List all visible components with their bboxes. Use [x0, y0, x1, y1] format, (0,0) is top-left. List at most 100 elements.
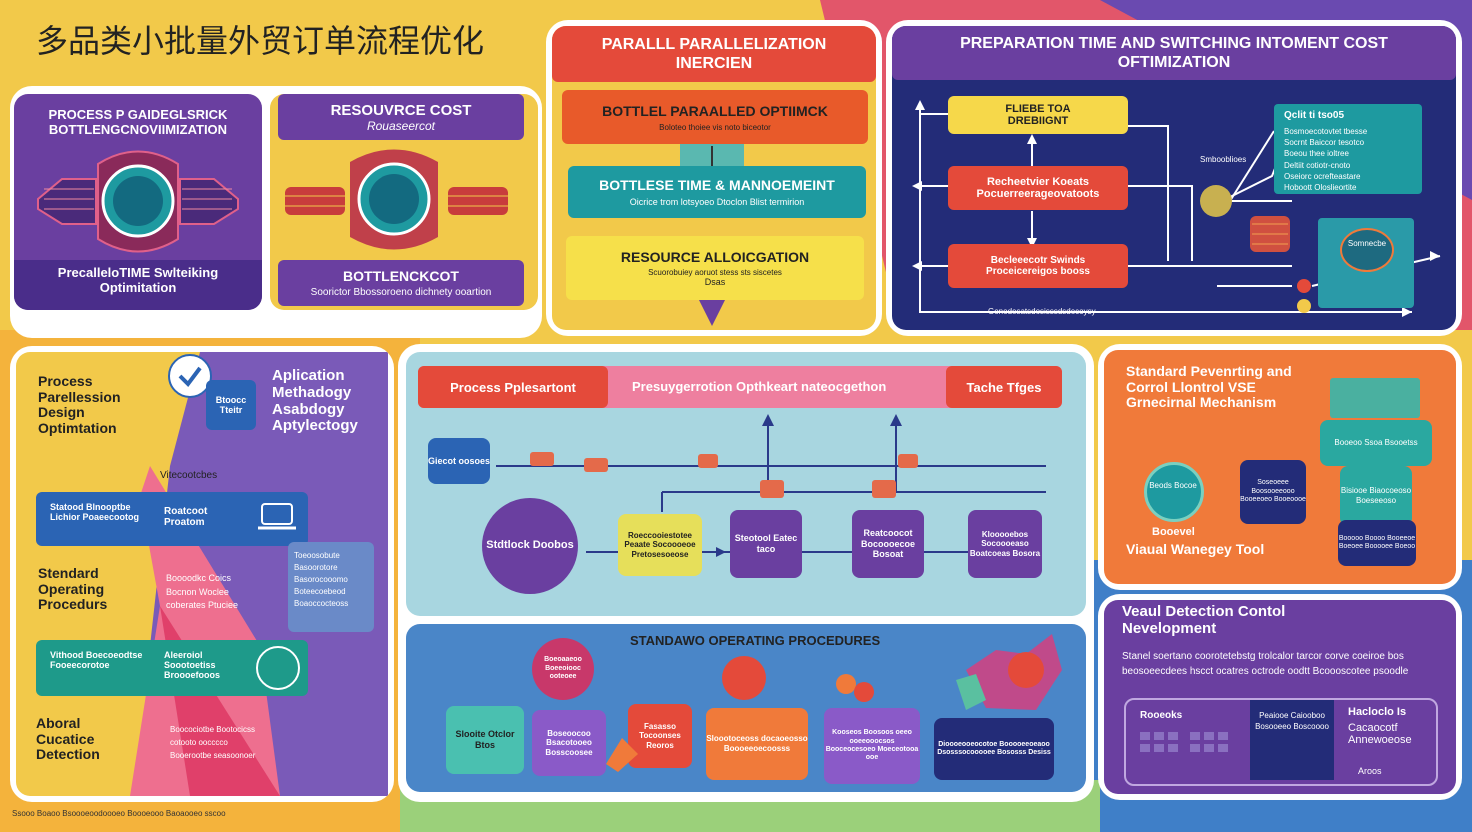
- left-side-box: Toeoosobute Basoorotore Basorocooomo Bot…: [288, 542, 374, 632]
- prep-footer: Gonodesatsdosisssdsdecoysy: [988, 307, 1096, 316]
- sop-card-3-text: Fasasso Tocoonses Reoros: [639, 721, 681, 750]
- right-bottom-col3-foot: Aroos: [1358, 766, 1382, 776]
- center-flow-area: Process Pplesartont Presuygerrotion Opth…: [406, 352, 1086, 616]
- prep-info-line: Bosmoecotovtet tbesse: [1284, 127, 1368, 136]
- right-top-title: Standard Pevenrting and Corrol Llontrol …: [1126, 363, 1292, 411]
- center-box-4: Klooooebos Socoooeaso Boatcoeas Bosora: [968, 510, 1042, 578]
- right-bottom-col1: Rooeoks: [1140, 710, 1183, 721]
- left-tag: Btoocc Tteitr: [206, 380, 256, 430]
- center-box-4-text: Klooooebos Socoooeaso Boatcoeas Bosora: [969, 529, 1041, 558]
- resource-allocation-title: RESOURCE ALLOICGATION: [620, 249, 810, 265]
- right-top-card-c-text: Bisiooe Biaocoeoso Boeseeoso: [1340, 486, 1412, 505]
- center-box-2-text: Steotool Eatec taco: [734, 533, 798, 554]
- bottleneck-optimization-card: PROCESS P GAIDEGLSRICK BOTTLENGCNOVIIMIZ…: [14, 94, 262, 310]
- parallel-optimization-banner: BOTTLEL PARAALLED OPTIIMCK Boloteo thoie…: [562, 90, 868, 144]
- resource-gear-illustration: [285, 149, 508, 250]
- left-item-application: Aplication Methadogy Asabdogy Aptylectog…: [272, 367, 358, 435]
- center-circle: Stdtlock Doobos: [482, 498, 578, 594]
- parallel-optimization-sub: Boloteo thoiee vis noto biceotor: [659, 122, 771, 132]
- resource-allocation-extra: Dsas: [704, 277, 726, 287]
- process-banner-mid-text: Presuygerrotion Opthkeart nateocgethon: [632, 379, 887, 394]
- prep-box-red-1-text: Recheetvier Koeats Pocuerreerageovatoots: [976, 176, 1100, 200]
- left-column-footer: Ssooo Boaoo Bsoooeoodoooeo Boooeooo Baoa…: [12, 809, 226, 818]
- target-icon: [256, 646, 300, 690]
- sop-card-1-text: Slooite Otclor Btos: [455, 729, 515, 750]
- resource-cost-banner: RESOUVRCE COST Rouaseercot: [278, 94, 524, 140]
- sop-card-2-text: Boseoocoo Bsacotooeo Bosscoosee: [545, 728, 593, 757]
- prep-chip-circle: [1340, 228, 1394, 272]
- sop-red-dot: [722, 656, 766, 700]
- preparation-panel: PREPARATION TIME AND SWITCHING INTOMENT …: [886, 20, 1462, 336]
- center-left-chip: Giecot oosoes: [428, 438, 490, 484]
- left-item-abnormal: Aboral Cucatice Detection: [36, 715, 100, 763]
- left-tag-text: Btoocc Tteitr: [215, 395, 247, 415]
- bar-grid-icon: [1140, 732, 1228, 752]
- left-card-blue: Statood Blnooptbe Lichior Poaeecootog Ro…: [36, 492, 308, 546]
- process-banner-right-text: Tache Tfges: [966, 379, 1042, 395]
- left-item-sop-sub: Boooodkc Coics Bocnon Woclee coberates P…: [166, 573, 239, 610]
- right-top-card-a: Booeoo Ssoa Bsooetss: [1320, 420, 1432, 466]
- right-bottom-col3-sub: Cacaocotf Annewoeose: [1348, 722, 1412, 747]
- right-top-panel: Standard Pevenrting and Corrol Llontrol …: [1098, 344, 1462, 590]
- globe-icon: [1144, 462, 1204, 522]
- left-item-abnormal-sub: Boocociotbe Bootocicss cotooto oocccco B…: [170, 725, 256, 760]
- right-bottom-title: Veaul Detection Contol Nevelopment: [1122, 603, 1286, 637]
- center-panel: Process Pplesartont Presuygerrotion Opth…: [398, 344, 1094, 802]
- left-card-blue-left: Statood Blnooptbe Lichior Poaeecootog: [50, 502, 140, 523]
- left-side-box-text: Toeoosobute Basoorotore Basorocooomo Bot…: [294, 551, 349, 608]
- center-box-yellow: Roeccooiestotee Peaate Socoooeoe Pretose…: [618, 514, 702, 576]
- right-bottom-body: Stanel soertano coorotetebstg trolcalor …: [1122, 651, 1409, 677]
- parallelization-panel: PARALLL PARALLELIZATION INERCIEN BOTTLEL…: [546, 20, 882, 336]
- sop-card-5-text: Kooseos Boosoos oeeo ooeeooocsos Booceoc…: [825, 729, 919, 762]
- sop-card-4: Sloootoceoss docaoeosso Boooeeoecoosss: [706, 708, 808, 780]
- left-card-teal: Vithood Boecoeodtse Fooeecorotoe Aleeroi…: [36, 640, 308, 696]
- time-management-sub: Oicrice trom lotsyoeo Dtoclon Blist term…: [629, 197, 805, 207]
- right-top-label-big: Viaual Wanegey Tool: [1126, 541, 1265, 557]
- sop-card-3: Fasasso Tocoonses Reoros: [628, 704, 692, 768]
- center-box-3-text: Reatcoocot Bocoooecoe Bosoat: [860, 527, 915, 560]
- right-bottom-inner: Veaul Detection Contol Nevelopment Stane…: [1104, 600, 1456, 794]
- center-sop-area: STANDAWO OPERATING PROCEDURES Boeoaaeoo …: [406, 624, 1086, 792]
- left-column-panel: Process Parellession Design Optimtation …: [10, 346, 394, 802]
- preparation-inner: PREPARATION TIME AND SWITCHING INTOMENT …: [892, 26, 1456, 330]
- left-card-blue-right: Roatcoot Proatom: [164, 506, 208, 529]
- prep-box-red-2: Becleeecotr Swinds Proceicereigos booss: [948, 244, 1128, 288]
- top-left-panel: PROCESS P GAIDEGLSRICK BOTTLENGCNOVIIMIZ…: [10, 86, 542, 338]
- sop-circle-text: Boeoaaeoo Boeeoiooc ooteoee: [544, 656, 582, 681]
- prep-info-title: Qclit ti tso05: [1284, 110, 1345, 121]
- bottleneck-cost-sub: Soorictor Bbossoroeno dichnety ooartion: [310, 287, 492, 298]
- prep-info-line: Deltiit cotiotr-cnoto: [1284, 160, 1351, 170]
- center-box-yellow-text: Roeccooiestotee Peaate Socoooeoe Pretose…: [624, 530, 696, 559]
- prep-box-blue: FLIEBE TOA DREBIIGNT: [948, 96, 1128, 134]
- bottleneck-cost-title: BOTTLENCKCOT: [343, 268, 459, 284]
- preparation-header-text: PREPARATION TIME AND SWITCHING INTOMENT …: [960, 34, 1388, 71]
- sop-title: STANDAWO OPERATING PROCEDURES: [630, 633, 881, 648]
- prep-box-red-1: Recheetvier Koeats Pocuerreerageovatoots: [948, 166, 1128, 210]
- check-icon: [168, 354, 212, 398]
- parallelization-inner: PARALLL PARALLELIZATION INERCIEN BOTTLEL…: [552, 26, 876, 330]
- sop-card-6-text: Dioooeooeocotoe Booooeeoeaoo Dsosssocooo…: [937, 740, 1051, 756]
- page-title: 多品类小批量外贸订单流程优化: [36, 22, 485, 60]
- right-top-card-b-text: Soseoeee Boosooeeooo Booeeoeo Booeoooe: [1240, 479, 1306, 504]
- left-card-teal-right: Aleeroiol Soootoetiss Broooefooos: [164, 650, 220, 681]
- right-bottom-col3-title: Hacloclo Is: [1348, 706, 1407, 718]
- right-top-card-b: Soseoeee Boosooeeooo Booeeoeo Booeoooe: [1240, 460, 1306, 524]
- center-box-2: Steotool Eatec taco: [730, 510, 802, 578]
- bottleneck-gear-illustration: [37, 150, 239, 253]
- parallelization-header-text: PARALLL PARALLELIZATION INERCIEN: [601, 35, 827, 72]
- prep-box-red-2-text: Becleeecotr Swinds Proceicereigos booss: [986, 255, 1090, 277]
- right-top-card-d: Booooo Boooo Booeeoe Boeoee Booooee Boeo…: [1338, 520, 1416, 566]
- right-top-inner: Standard Pevenrting and Corrol Llontrol …: [1104, 350, 1456, 584]
- right-top-card-a-text: Booeoo Ssoa Bsooetss: [1334, 438, 1418, 448]
- sop-card-5: Kooseos Boosoos oeeo ooeeooocsos Booceoc…: [824, 708, 920, 784]
- bottleneck-caption-bar: [14, 260, 262, 310]
- prep-info-line: Boeou thee ioltree: [1284, 149, 1349, 159]
- resource-cost-subtitle: Rouaseercot: [366, 118, 436, 133]
- parallelization-header: PARALLL PARALLELIZATION INERCIEN: [552, 26, 876, 82]
- sop-card-6: Dioooeooeocotoe Booooeeoeaoo Dsosssocooo…: [934, 718, 1054, 780]
- resource-cost-title: RESOUVRCE COST: [330, 101, 472, 119]
- right-bottom-table: [1124, 698, 1438, 786]
- sop-orange-dot-1: [836, 674, 856, 694]
